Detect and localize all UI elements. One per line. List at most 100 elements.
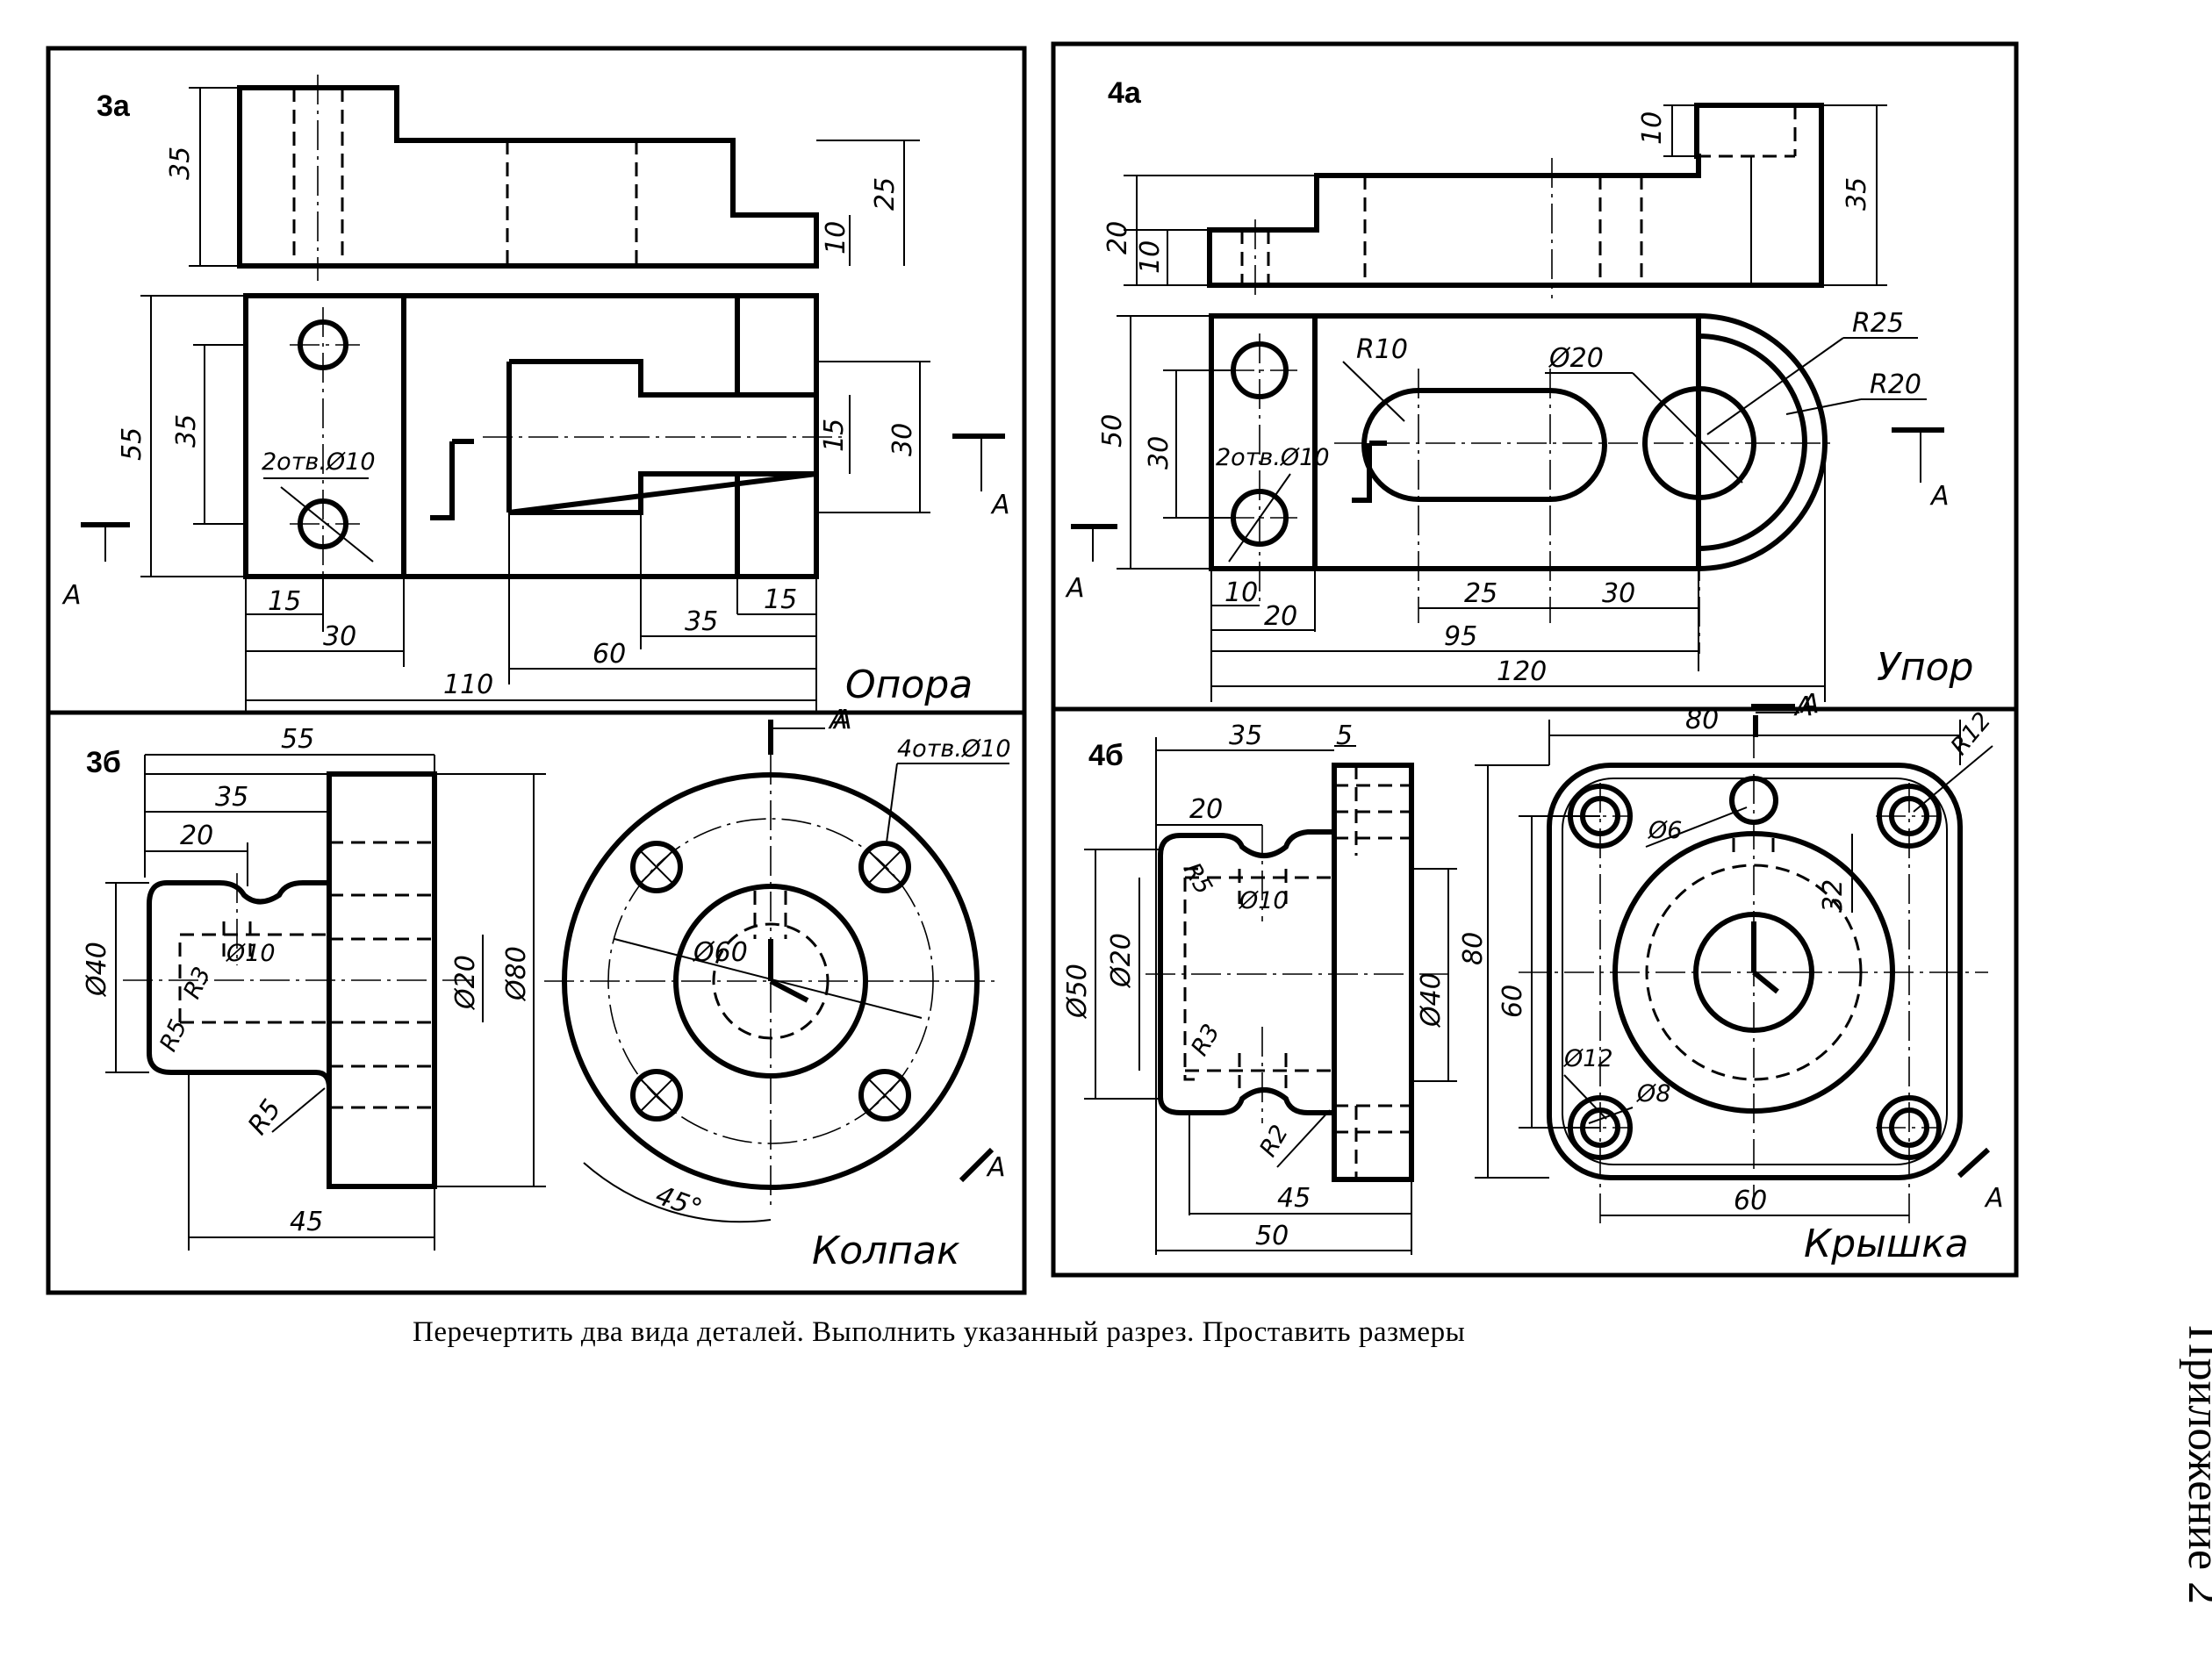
svg-text:R20: R20 <box>1870 369 1921 400</box>
svg-text:95: 95 <box>1444 621 1477 652</box>
panel-3a: 3а 35 25 10 А <box>61 75 1010 735</box>
task-caption: Перечертить два вида деталей. Выполнить … <box>413 1316 1466 1348</box>
svg-text:110: 110 <box>443 670 493 700</box>
svg-text:35: 35 <box>171 414 202 448</box>
svg-text:5: 5 <box>1336 720 1353 751</box>
svg-text:R10: R10 <box>1356 334 1408 365</box>
opora-top-view <box>243 293 819 579</box>
kryshka-boss <box>1158 829 1334 1115</box>
svg-text:А: А <box>990 490 1010 520</box>
svg-text:25: 25 <box>1464 578 1497 609</box>
svg-text:15: 15 <box>764 584 797 615</box>
kryshka-square <box>1547 763 1963 1180</box>
svg-text:4отв.Ø10: 4отв.Ø10 <box>897 735 1011 763</box>
panel-4a-label: 4а <box>1108 76 1142 110</box>
svg-text:А: А <box>986 1152 1006 1183</box>
svg-text:30: 30 <box>1602 578 1635 609</box>
svg-text:Ø10: Ø10 <box>1239 887 1289 914</box>
svg-text:20: 20 <box>1102 221 1133 254</box>
panel-3a-label: 3а <box>97 90 131 123</box>
svg-text:Ø40: Ø40 <box>1416 972 1447 1029</box>
svg-text:2отв.Ø10: 2отв.Ø10 <box>1216 444 1330 471</box>
panel-4b: 4б 35 5 20 R5 Ø10 Ø50 Ø20 <box>1062 689 2004 1266</box>
kolpak-boss <box>147 880 332 1089</box>
svg-text:А: А <box>1929 481 1950 512</box>
panel-4a-title: Упор <box>1877 645 1973 690</box>
panel-4a: 4а 20 10 10 35 <box>1065 76 1973 722</box>
svg-text:2отв.Ø10: 2отв.Ø10 <box>262 448 376 476</box>
svg-text:45: 45 <box>1277 1183 1311 1214</box>
svg-text:32: 32 <box>1818 879 1849 913</box>
panel-3a-title: Опора <box>845 663 973 707</box>
kryshka-flange <box>1332 763 1414 1182</box>
svg-text:80: 80 <box>1458 932 1489 965</box>
svg-text:А: А <box>828 705 848 735</box>
svg-text:15: 15 <box>819 419 850 452</box>
svg-text:10: 10 <box>1224 577 1258 608</box>
svg-text:55: 55 <box>117 427 147 461</box>
svg-text:120: 120 <box>1497 656 1547 687</box>
svg-text:А: А <box>1984 1183 2004 1214</box>
svg-text:20: 20 <box>1264 601 1297 632</box>
svg-text:А: А <box>832 705 852 735</box>
svg-text:Ø20: Ø20 <box>450 955 481 1011</box>
svg-text:50: 50 <box>1097 414 1128 448</box>
svg-text:20: 20 <box>1189 794 1223 825</box>
panel-3b-title: Колпак <box>812 1229 960 1273</box>
svg-text:Ø20: Ø20 <box>1548 343 1604 374</box>
panel-4b-label: 4б <box>1088 739 1124 772</box>
svg-text:R3: R3 <box>178 963 216 1003</box>
svg-text:R3: R3 <box>1186 1020 1225 1061</box>
svg-text:35: 35 <box>1229 720 1262 751</box>
svg-text:35: 35 <box>685 606 718 637</box>
svg-text:25: 25 <box>870 177 901 211</box>
svg-text:80: 80 <box>1685 705 1719 735</box>
svg-text:35: 35 <box>165 147 196 180</box>
svg-text:35: 35 <box>1842 177 1872 211</box>
svg-text:А: А <box>1799 689 1820 720</box>
panel-3b-label: 3б <box>86 746 121 779</box>
upor-front-view <box>1207 103 1824 288</box>
kolpak-hole-1 <box>630 841 683 893</box>
svg-text:Ø50: Ø50 <box>1062 964 1093 1020</box>
svg-text:20: 20 <box>180 821 213 851</box>
svg-text:35: 35 <box>215 782 248 813</box>
svg-text:10: 10 <box>1637 111 1668 145</box>
kolpak-hole-4 <box>858 1069 911 1122</box>
svg-text:30: 30 <box>1144 436 1174 469</box>
svg-text:45: 45 <box>290 1207 323 1237</box>
svg-text:R25: R25 <box>1852 308 1904 339</box>
svg-text:30: 30 <box>323 621 356 652</box>
svg-text:15: 15 <box>268 586 301 617</box>
svg-text:R12: R12 <box>1946 707 1997 761</box>
svg-text:Ø8: Ø8 <box>1636 1080 1670 1107</box>
svg-text:Ø60: Ø60 <box>692 937 748 968</box>
opora-front-view <box>237 85 819 269</box>
svg-text:45°: 45° <box>651 1180 706 1225</box>
panel-4b-title: Крышка <box>1804 1222 1969 1266</box>
right-frame <box>1051 41 2019 1278</box>
upor-slot <box>1361 388 1607 502</box>
svg-text:А: А <box>61 580 82 611</box>
svg-text:Ø20: Ø20 <box>1106 933 1137 989</box>
svg-text:Ø80: Ø80 <box>501 946 532 1002</box>
kolpak-hole-3 <box>630 1069 683 1122</box>
svg-text:Ø10: Ø10 <box>226 940 276 967</box>
svg-text:А: А <box>1793 692 1813 722</box>
svg-text:10: 10 <box>1135 240 1166 274</box>
svg-text:60: 60 <box>592 639 626 670</box>
svg-text:55: 55 <box>281 724 314 755</box>
svg-text:50: 50 <box>1255 1221 1289 1251</box>
svg-text:Ø40: Ø40 <box>82 942 112 998</box>
kolpak-hole-2 <box>858 841 911 893</box>
svg-text:Ø12: Ø12 <box>1563 1045 1613 1072</box>
svg-text:60: 60 <box>1734 1186 1767 1216</box>
svg-text:А: А <box>1065 573 1085 604</box>
panel-3b: 3б 55 35 20 Ø40 Ø10 Ø20 <box>82 705 1011 1273</box>
svg-text:30: 30 <box>887 423 918 456</box>
svg-text:10: 10 <box>821 221 851 254</box>
left-frame <box>46 46 1027 1295</box>
svg-text:60: 60 <box>1497 985 1528 1018</box>
svg-text:R5: R5 <box>242 1094 288 1141</box>
